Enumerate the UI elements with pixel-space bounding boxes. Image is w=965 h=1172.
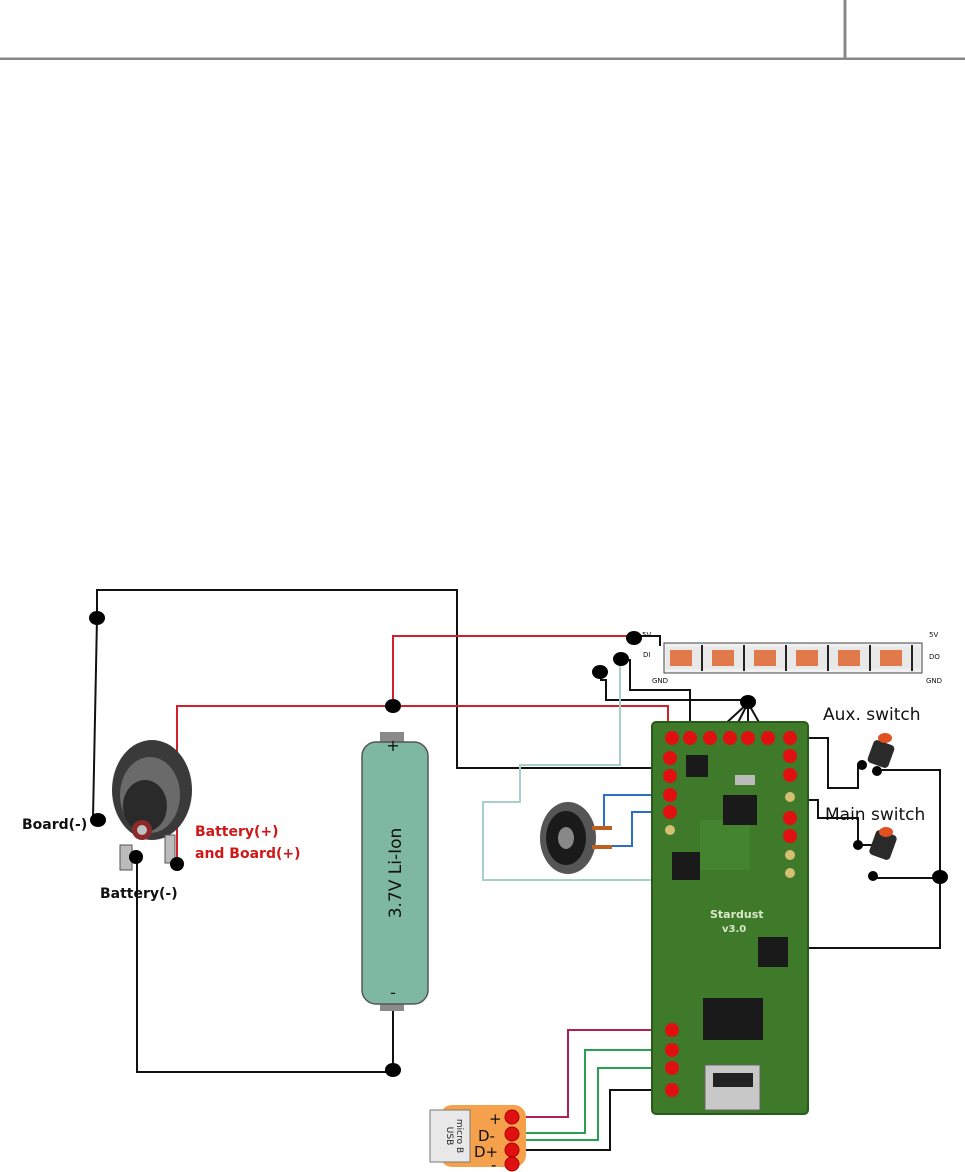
wire-usb-dplus [512,1067,672,1141]
pcb-chip-5 [686,755,708,777]
wire-usb-minus [512,1089,672,1151]
junction-battery-minus-jack [129,850,143,864]
junction-board-minus [90,813,106,827]
junction-battery-minus [385,1063,401,1077]
pcb-chip-3 [758,937,788,967]
junction-gnd-hub [740,695,756,709]
strip-do-label: DO [929,653,940,661]
wire-strip-5v [636,635,661,646]
junction-main-1 [853,840,863,850]
board-version: v3.0 [722,924,746,935]
wire-board-minus-left [92,617,98,819]
pcb-crystal [735,775,755,785]
battery: + - 3.7V Li-Ion [361,732,429,1011]
pcb-usb-port [704,1064,761,1111]
wire-red-plus-top [392,635,636,706]
junction-strip-di [613,652,629,666]
wire-usb-plus [512,1029,672,1118]
junction-aux-1 [857,760,867,770]
label-battery-minus: Battery(-) [100,886,178,902]
label-battery-plus: Battery(+) [195,824,279,840]
led-strip: 5V DI GND 5V DO GND [642,631,942,685]
board-name: Stardust [710,908,764,921]
pcb-pin-holes [665,792,795,878]
pcb-pin-pads-top [665,731,797,745]
stardust-board: Stardust v3.0 [651,721,809,1115]
speaker [540,802,612,874]
aux-switch-button [878,733,892,743]
dc-jack [112,740,192,871]
wire-usb-dminus [512,1049,672,1134]
label-and-board-plus: and Board(+) [195,846,301,862]
usb-connector [429,1109,471,1163]
battery-body [361,741,429,1005]
usb-dplus-label: D+ [474,1143,498,1161]
aux-switch [867,733,895,768]
speaker-lead-2 [592,845,612,849]
pcb-pin-pads-right [783,749,797,843]
label-aux-switch: Aux. switch [823,705,921,725]
usb-plus-label: + [489,1110,502,1128]
strip-gnd-left: GND [652,677,668,685]
strip-5v-left: 5V [642,631,651,639]
led-strip-segments [670,650,902,666]
main-switch-button [879,827,893,837]
junction-aux-2 [872,766,882,776]
junction-strip-5v [626,631,642,645]
usb-dminus-label: D- [478,1127,495,1145]
pcb-body [651,721,809,1115]
junction-battery-plus-jack [170,857,184,871]
strip-gnd-right: GND [926,677,942,685]
pcb-chip-4 [703,998,763,1040]
junction-switch-gnd [932,870,948,884]
speaker-lead-1 [592,826,612,830]
label-main-switch: Main switch [825,805,925,825]
top-bar [0,0,965,60]
wire-battery-minus [136,855,394,1073]
label-board-minus: Board(-) [22,817,87,833]
wires-black [92,589,941,1151]
wire-board-minus [96,589,705,769]
pcb-chip-mcu [723,795,757,825]
dc-jack-lug-right [164,834,176,864]
main-switch [869,827,897,860]
battery-pos-cap [380,732,404,744]
pcb-pin-pads-left [663,751,677,819]
usb-pads [504,1109,520,1172]
usb-text-1: USB [444,1127,454,1145]
junction-battery-plus [385,699,401,713]
strip-di-label: DI [643,651,650,659]
pcb-chip-2 [672,852,700,880]
pcb-pin-pads-usb [665,1023,679,1097]
battery-plus-sign: + [386,736,399,755]
battery-minus-sign: - [390,983,396,1002]
usb-breakout: USB micro B + D- D+ - [429,1105,526,1172]
wire-strip-gnd [600,672,748,701]
usb-minus-label: - [491,1156,496,1172]
junction-board-minus-top [89,611,105,625]
wires-usb [512,1029,672,1141]
junction-dots [89,611,948,1077]
battery-neg-cap [380,1001,404,1011]
usb-text-2: micro B [454,1119,464,1153]
junction-main-2 [868,871,878,881]
battery-label: 3.7V Li-Ion [386,828,406,919]
strip-5v-right: 5V [929,631,938,639]
wire-aux-gnd [878,769,941,878]
junction-strip-gnd [592,665,608,679]
